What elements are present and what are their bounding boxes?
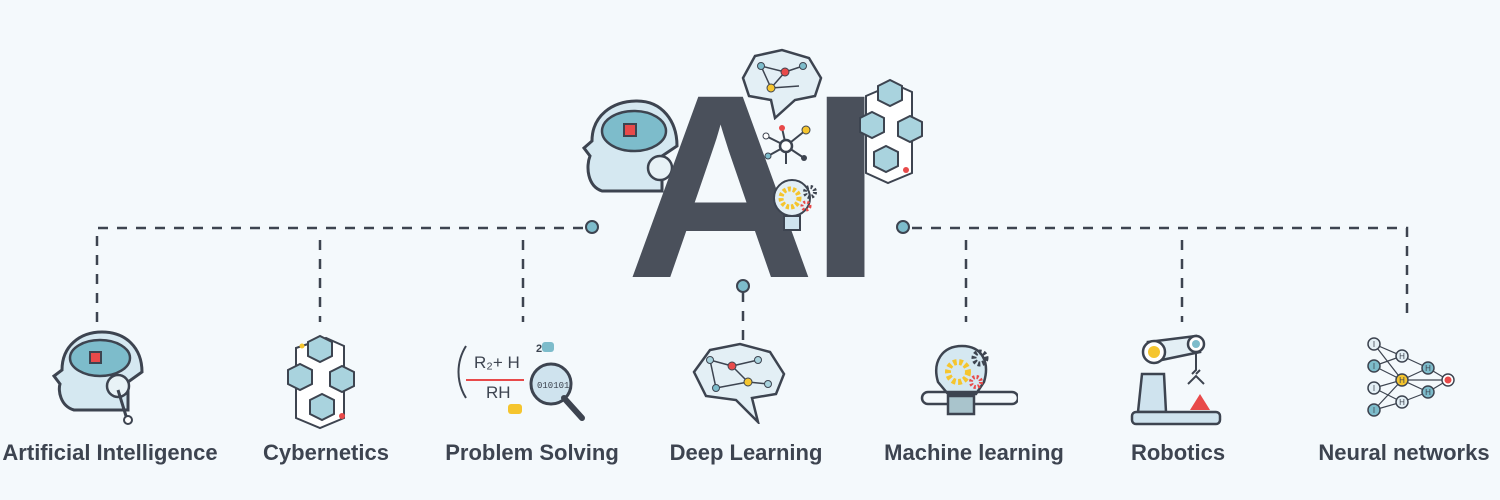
robot-arm-icon bbox=[1130, 334, 1222, 426]
connector-dot-left bbox=[585, 220, 599, 234]
topic-label-problem-solving: Problem Solving bbox=[445, 440, 619, 465]
robot-head-icon bbox=[582, 99, 679, 193]
title-ai: AI bbox=[626, 40, 882, 333]
topic-label-neural-networks: Neural networks bbox=[1318, 440, 1490, 465]
svg-text:RH: RH bbox=[486, 383, 511, 402]
svg-text:I: I bbox=[1373, 362, 1375, 371]
svg-text:I: I bbox=[1373, 406, 1375, 415]
topic-label-artificial-intelligence: Artificial Intelligence bbox=[2, 440, 218, 465]
svg-text:H: H bbox=[1399, 352, 1405, 361]
polygon-brain-icon bbox=[692, 342, 786, 424]
topic-label-cybernetics: Cybernetics bbox=[263, 440, 389, 465]
topic-label-deep-learning: Deep Learning bbox=[669, 440, 823, 465]
formula-magnifier-icon: R₂+ H 2 RH 010101 bbox=[457, 342, 585, 421]
robot-head-icon bbox=[52, 330, 144, 425]
svg-text:I: I bbox=[1373, 340, 1375, 349]
lightbulb-gears-icon bbox=[773, 179, 817, 231]
topic-label-robotics: Robotics bbox=[1130, 440, 1226, 465]
svg-text:I: I bbox=[1373, 384, 1375, 393]
svg-text:H: H bbox=[1399, 398, 1405, 407]
node-graph-icon bbox=[762, 125, 811, 164]
svg-text:H: H bbox=[1425, 388, 1431, 397]
svg-text:R₂+ H: R₂+ H bbox=[474, 353, 520, 372]
polygon-brain-icon bbox=[741, 48, 823, 120]
lightbulb-gears-icon bbox=[920, 344, 1018, 416]
svg-text:010101: 010101 bbox=[537, 381, 569, 391]
neural-network-icon: I I I I H H H H H bbox=[1367, 337, 1455, 417]
svg-text:H: H bbox=[1399, 376, 1405, 385]
topic-label-machine-learning: Machine learning bbox=[884, 440, 1064, 465]
svg-text:2: 2 bbox=[536, 343, 542, 355]
connector-dot-center bbox=[736, 279, 750, 293]
svg-text:H: H bbox=[1425, 364, 1431, 373]
cubes-network-icon bbox=[859, 78, 923, 185]
cubes-network-icon bbox=[287, 334, 355, 430]
connector-dot-right bbox=[896, 220, 910, 234]
